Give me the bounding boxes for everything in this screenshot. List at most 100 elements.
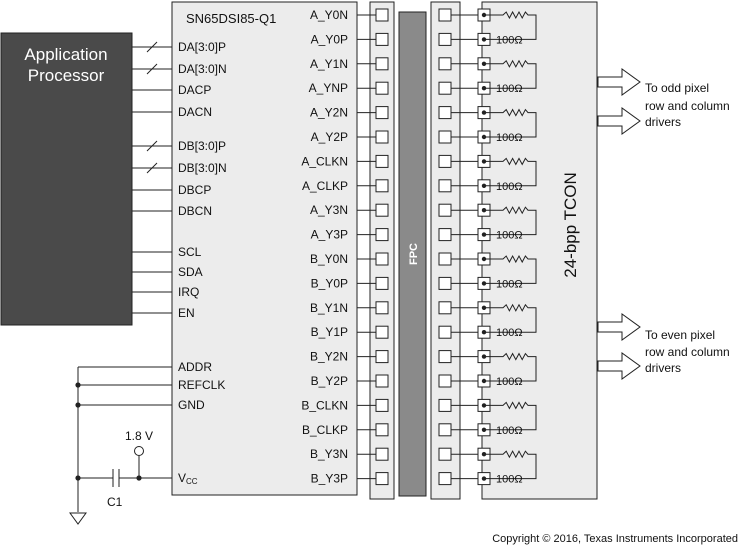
left-pin-label: SCL <box>178 245 202 259</box>
connector-pad <box>438 423 452 437</box>
connector-pad <box>438 57 452 71</box>
left-pin-label: EN <box>178 306 195 320</box>
right-pin-label: A_Y2P <box>311 130 348 144</box>
right-pin-label: B_CLKN <box>301 398 348 412</box>
resistor-100-ohm <box>484 206 537 236</box>
resistor-100-ohm <box>484 157 537 187</box>
right-pin-label: B_Y3N <box>310 447 348 461</box>
bus-slash <box>146 63 158 75</box>
application-processor-block: Application Processor <box>0 32 133 326</box>
config-pin-label: REFCLK <box>178 378 225 392</box>
connector-pad <box>438 447 452 461</box>
left-pin-group: DA[3:0]P DA[3:0]N DACP DACN DB[3:0]P DB[3:0]N… <box>132 40 227 320</box>
connector-pad <box>375 57 389 71</box>
connector-pad <box>375 472 389 486</box>
connector-pad <box>375 106 389 120</box>
connector-pad <box>438 106 452 120</box>
config-pin-label: ADDR <box>178 360 212 374</box>
resistor-value-label: 100Ω <box>496 83 523 95</box>
connector-pad <box>438 301 452 315</box>
connector-pad <box>438 81 452 95</box>
left-pin-label: DBCN <box>178 204 212 218</box>
connector-pad <box>438 325 452 339</box>
output-arrows <box>597 68 641 380</box>
resistor-value-label: 100Ω <box>496 474 523 486</box>
right-pin-label: B_CLKP <box>302 423 348 437</box>
connector-pad <box>438 398 452 412</box>
bridge-chip: SN65DSI85-Q1 DA[3:0]P DA[3:0]N DACP DACN DB[… <box>132 1 358 496</box>
bridge-title: SN65DSI85-Q1 <box>186 11 276 26</box>
config-pin-label: GND <box>178 398 205 412</box>
connector-pad <box>375 8 389 22</box>
connector-pad <box>375 179 389 193</box>
connector-pad <box>438 228 452 242</box>
connector-pad <box>375 252 389 266</box>
connector-pad <box>375 228 389 242</box>
right-pin-label: A_Y3P <box>311 228 348 242</box>
connector-pad <box>375 423 389 437</box>
right-pin-label: A_CLKN <box>301 154 348 168</box>
resistor-100-ohm <box>484 108 537 138</box>
left-pin-label: DB[3:0]P <box>178 139 226 153</box>
connector-strip-left <box>369 1 395 500</box>
odd-output-line-1: To odd pixel <box>645 81 709 95</box>
junction-dots <box>75 382 142 481</box>
connector-pad <box>438 276 452 290</box>
config-pin-group: ADDR REFCLK GND <box>178 360 225 412</box>
left-pin-label: DACN <box>178 105 212 119</box>
resistor-value-label: 100Ω <box>496 376 523 388</box>
tcon-block: 24-bpp TCON <box>481 1 598 500</box>
resistor-100-ohm <box>484 10 537 40</box>
connector-pad <box>375 81 389 95</box>
connector-pad <box>438 374 452 388</box>
right-pin-label: B_Y2N <box>310 350 348 364</box>
even-output-line-3: drivers <box>645 361 681 375</box>
left-pin-label: DA[3:0]N <box>178 62 227 76</box>
resistor-100-ohm <box>484 303 537 333</box>
odd-output-line-2: row and column <box>645 99 730 113</box>
connector-pad <box>438 8 452 22</box>
left-pin-label: IRQ <box>178 285 199 299</box>
output-arrow <box>597 313 641 341</box>
connector-pad <box>375 447 389 461</box>
output-arrow <box>597 107 641 135</box>
supply-voltage-label: 1.8 V <box>125 429 153 443</box>
connector-pad <box>375 276 389 290</box>
connector-pad <box>438 252 452 266</box>
capacitor-label: C1 <box>107 495 123 509</box>
connector-pad <box>438 179 452 193</box>
resistor-value-label: 100Ω <box>496 278 523 290</box>
resistor-value-label: 100Ω <box>496 425 523 437</box>
power-network <box>69 366 172 525</box>
resistor-100-ohm <box>484 401 537 431</box>
bus-slash <box>146 41 158 53</box>
tcon-label: 24-bpp TCON <box>561 172 580 278</box>
output-arrow <box>597 68 641 96</box>
right-pin-label: B_Y3P <box>311 472 348 486</box>
left-pin-label: DB[3:0]N <box>178 161 227 175</box>
resistor-value-label: 100Ω <box>496 181 523 193</box>
resistor-100-ohm <box>484 450 537 480</box>
output-arrow <box>597 352 641 380</box>
connector-pad <box>438 203 452 217</box>
connector-pad <box>375 32 389 46</box>
left-pin-label: DACP <box>178 83 211 97</box>
connector-pad <box>375 203 389 217</box>
application-processor-label-1: Application <box>24 45 107 64</box>
connector-pad <box>375 374 389 388</box>
copyright-notice: Copyright © 2016, Texas Instruments Inco… <box>492 533 738 545</box>
odd-output-line-3: drivers <box>645 115 681 129</box>
left-pin-label: DA[3:0]P <box>178 40 226 54</box>
right-pin-label: A_Y2N <box>310 106 348 120</box>
bus-slash <box>146 140 158 152</box>
connector-pad <box>438 350 452 364</box>
resistor-value-label: 100Ω <box>496 327 523 339</box>
right-pin-label: B_Y1N <box>310 301 348 315</box>
right-pin-label: A_Y0P <box>311 32 348 46</box>
connector-pad <box>438 32 452 46</box>
fpc-label: FPC <box>408 243 420 265</box>
resistor-100-ohm <box>484 254 537 284</box>
left-pin-label: SDA <box>178 265 203 279</box>
application-processor-label-2: Processor <box>28 66 105 85</box>
